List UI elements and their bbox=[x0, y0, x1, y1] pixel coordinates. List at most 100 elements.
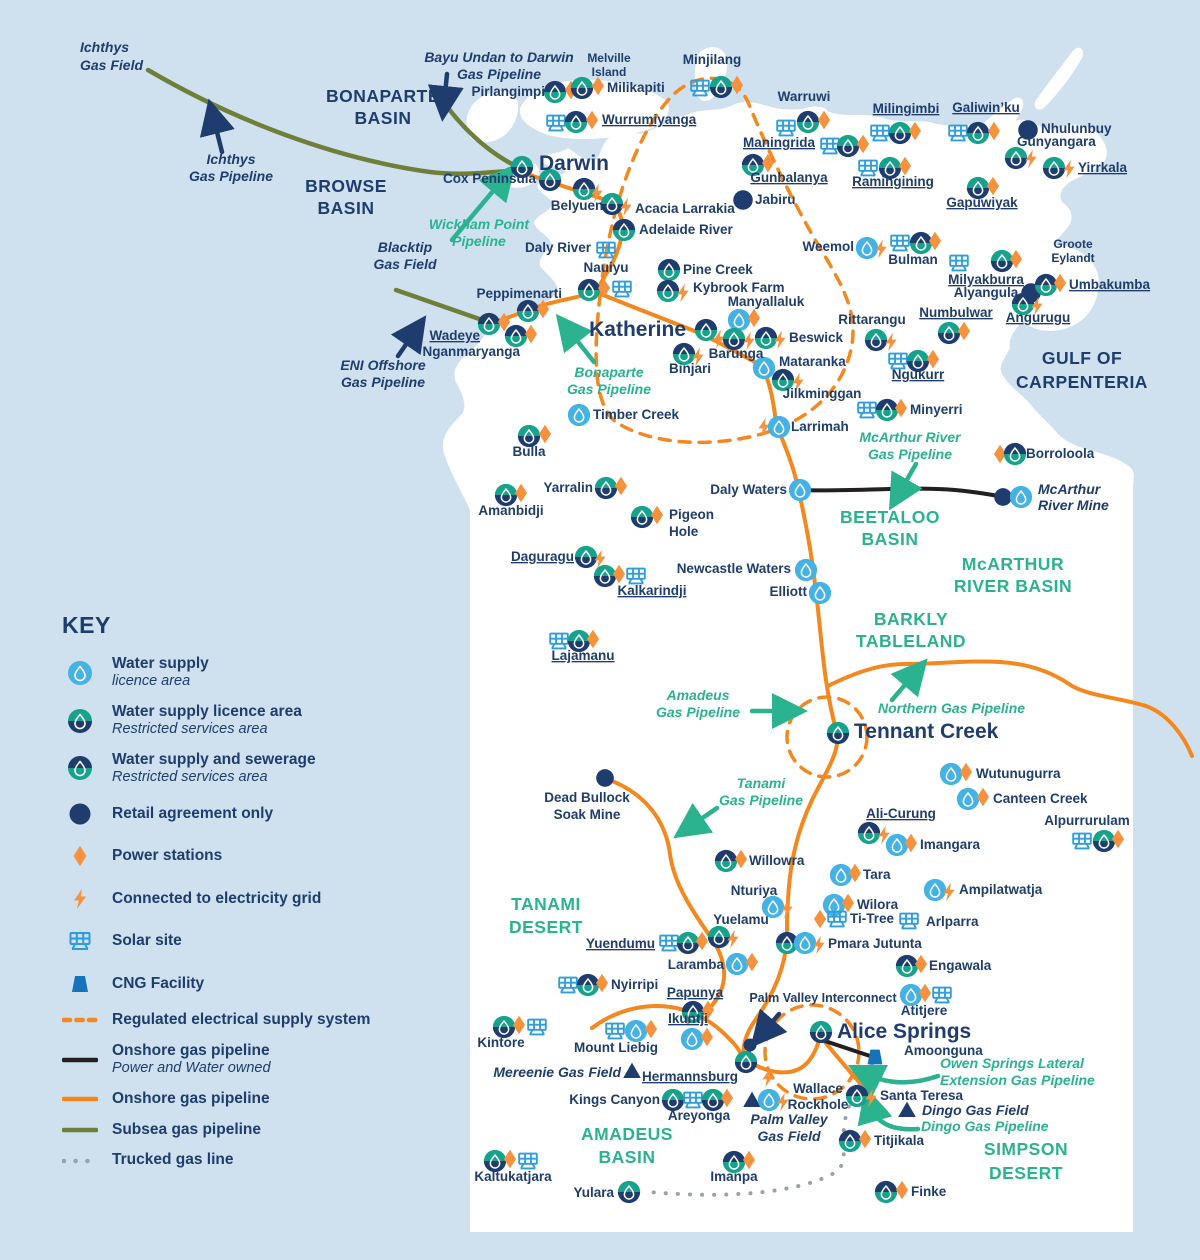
key-item-sublabel: licence area bbox=[112, 673, 191, 690]
water-sewerage-restricted-icon bbox=[657, 258, 681, 282]
water-supply-icon bbox=[1009, 485, 1033, 509]
place-label-katherine: Katherine bbox=[589, 318, 686, 341]
place-label-numbulwar: Numbulwar bbox=[919, 305, 993, 320]
key-item-icon bbox=[62, 658, 98, 688]
key-item-label: Subsea gas pipeline bbox=[112, 1120, 262, 1138]
water-sewerage-restricted-icon bbox=[909, 231, 933, 255]
place-label-areyonga: Areyonga bbox=[668, 1108, 731, 1123]
place-label-ngukurr: Ngukurr bbox=[892, 367, 945, 382]
place-label-yulara: Yulara bbox=[573, 1185, 614, 1200]
regulated-supply-loop bbox=[594, 76, 855, 445]
arrow-ichthys-pipeline bbox=[199, 98, 235, 155]
place-label-yirrkala: Yirrkala bbox=[1078, 160, 1128, 175]
place-label-pmara-jutunta: Pmara Jutunta bbox=[828, 936, 922, 951]
water-supply-restricted-icon bbox=[676, 931, 700, 955]
retail-agreement-icon bbox=[733, 190, 753, 210]
water-supply-restricted-icon bbox=[570, 76, 594, 100]
place-label-warruwi: Warruwi bbox=[778, 89, 831, 104]
key-item-icon bbox=[62, 799, 98, 829]
subsea-pipeline-blacktip bbox=[393, 287, 491, 325]
water-supply-icon bbox=[767, 415, 791, 439]
key-item-icon bbox=[62, 1123, 98, 1137]
water-sewerage-restricted-icon bbox=[845, 1084, 869, 1108]
place-label-laramba: Laramba bbox=[668, 957, 725, 972]
place-label-finke: Finke bbox=[911, 1184, 947, 1199]
water-sewerage-restricted-icon bbox=[796, 110, 820, 134]
place-label-alyangula: Alyangula bbox=[954, 285, 1019, 300]
place-label-rittarangu: Rittarangu bbox=[838, 312, 906, 327]
key-item-sublabel: Restricted services area bbox=[112, 721, 268, 738]
place-label-umbakumba: Umbakumba bbox=[1069, 277, 1151, 292]
place-label-atitjere: Atitjere bbox=[901, 1003, 948, 1018]
key-item-regulated-electrical-supply-system: Regulated electrical supply system bbox=[62, 1011, 372, 1029]
key-item-sublabel: Power and Water owned bbox=[112, 1060, 271, 1077]
cng-facility-icon bbox=[72, 975, 88, 992]
place-label-gapuwiyak: Gapuwiyak bbox=[946, 195, 1018, 210]
key-item-label: Regulated electrical supply system bbox=[112, 1011, 371, 1029]
place-label-arlparra: Arlparra bbox=[926, 914, 979, 929]
water-supply-restricted-icon bbox=[864, 328, 888, 352]
water-supply-icon bbox=[855, 236, 879, 260]
place-label-milingimbi: Milingimbi bbox=[873, 101, 940, 116]
pipeline-label-northern-gas-pipeline: Northern Gas Pipeline bbox=[878, 700, 1025, 716]
key-item-icon bbox=[62, 1092, 98, 1106]
place-label-daly-river: Daly River bbox=[525, 240, 592, 255]
water-supply-restricted-icon bbox=[709, 75, 733, 99]
water-supply-restricted-icon bbox=[707, 925, 731, 949]
place-label-dingo-gas-field: Dingo Gas Field bbox=[922, 1102, 1029, 1118]
place-label-bulla: Bulla bbox=[512, 444, 545, 459]
key-item-icon bbox=[62, 1154, 98, 1168]
power-station-icon bbox=[730, 75, 744, 95]
mcarthur-river-gas-pipeline bbox=[797, 486, 1004, 499]
key-item-icon bbox=[62, 841, 98, 871]
place-label-engawala: Engawala bbox=[929, 958, 992, 973]
water-supply-restricted-icon bbox=[836, 134, 860, 158]
place-label-yuelamu: Yuelamu bbox=[713, 912, 769, 927]
place-label-ampilatwatja: Ampilatwatja bbox=[959, 882, 1043, 897]
water-supply-icon bbox=[939, 762, 963, 786]
place-label-darwin: Darwin bbox=[539, 152, 609, 175]
place-label-tennant-creek: Tennant Creek bbox=[854, 720, 999, 743]
water-sewerage-restricted-icon bbox=[875, 398, 899, 422]
owen-springs-lateral-pipeline bbox=[820, 1038, 872, 1058]
water-sewerage-restricted-icon bbox=[572, 177, 596, 201]
water-supply-restricted-icon bbox=[617, 1180, 641, 1204]
water-supply-restricted-icon bbox=[600, 192, 624, 216]
place-label-nganmaryanga: Nganmaryanga bbox=[422, 344, 520, 359]
place-label-milikapiti: Milikapiti bbox=[607, 80, 665, 95]
place-label-nhulunbuy: Nhulunbuy bbox=[1041, 121, 1112, 136]
place-label-adelaide-river: Adelaide River bbox=[639, 222, 734, 237]
place-label-imangara: Imangara bbox=[920, 837, 981, 852]
water-supply-restricted-icon bbox=[1042, 156, 1066, 180]
key-item-sublabel: Restricted services area bbox=[112, 769, 268, 786]
place-label-minjilang: Minjilang bbox=[683, 52, 742, 67]
place-label-angurugu: Angurugu bbox=[1006, 310, 1070, 325]
water-sewerage-restricted-icon bbox=[694, 318, 718, 342]
pointer-arrows bbox=[199, 71, 941, 1132]
key-item-label: CNG Facility bbox=[112, 974, 205, 992]
place-label-cox-peninsula: Cox Peninsula bbox=[443, 171, 537, 186]
place-label-yuendumu: Yuendumu bbox=[586, 936, 655, 951]
place-label-wurrumiyanga: Wurrumiyanga bbox=[602, 112, 697, 127]
arrow-northern-pipeline bbox=[889, 658, 928, 703]
water-supply-icon bbox=[725, 952, 749, 976]
water-supply-icon bbox=[624, 1019, 648, 1043]
retail-agreement-icon bbox=[69, 803, 91, 825]
place-label-nauiyu: Nauiyu bbox=[583, 260, 628, 275]
arrow-wickham-point bbox=[449, 164, 516, 243]
water-supply-icon bbox=[727, 308, 751, 332]
water-supply-restricted-icon bbox=[630, 505, 654, 529]
place-label-timber-creek: Timber Creek bbox=[593, 407, 680, 422]
water-supply-restricted-icon bbox=[1004, 146, 1028, 170]
place-label-titjikala: Titjikala bbox=[874, 1133, 925, 1148]
